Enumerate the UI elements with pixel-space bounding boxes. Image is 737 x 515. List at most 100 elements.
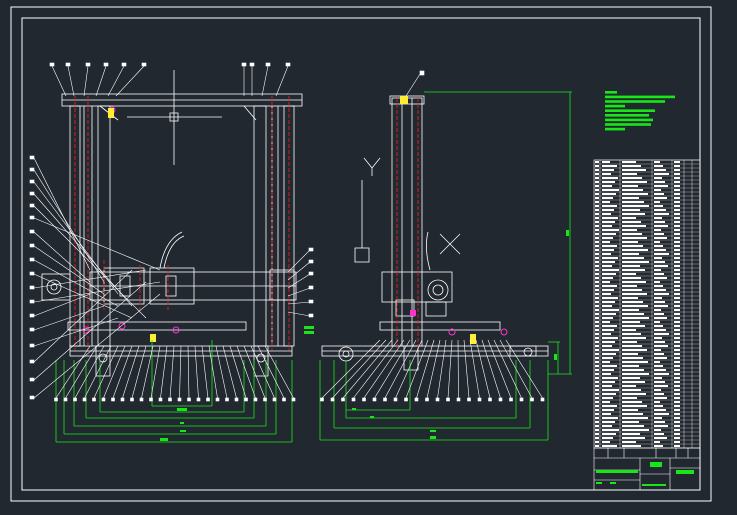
parts-table-row [595,289,680,291]
parts-table-row [595,437,680,439]
parts-table-row [595,245,680,247]
leader-line [103,345,126,399]
leader-line [405,73,421,97]
parts-table-row [595,293,680,295]
balloon-mark [92,397,96,402]
leader-line [74,345,105,399]
balloon-mark [149,397,153,402]
balloon-mark [206,397,210,402]
leader-line [287,311,311,317]
parts-table-row [595,241,680,243]
leader-line [95,65,107,97]
note-line [605,95,675,99]
leader-line [287,261,311,281]
balloon-mark [362,397,366,402]
balloon-mark [393,397,398,402]
balloon-mark [29,271,35,276]
leader-line [33,259,119,307]
leader-line [179,345,182,399]
balloon-mark [29,395,35,400]
front-accent-marks [82,106,314,342]
balloon-mark [320,397,324,402]
balloon-mark [120,397,125,402]
balloon-mark [29,167,35,172]
front-carriage-right [149,267,195,305]
parts-table-row [595,425,680,427]
leader-line [493,339,522,399]
leader-line [33,293,91,317]
parts-table-row [595,441,680,443]
parts-table-row [595,381,680,383]
balloon-mark [308,313,314,318]
leader-line [33,217,161,271]
balloon-mark [29,243,35,248]
parts-table-row [595,301,680,303]
balloon-mark [249,62,255,67]
balloon-mark [29,359,35,364]
balloon-mark [29,257,35,262]
balloon-mark [85,62,91,67]
parts-table-row [595,305,680,307]
leader-line [33,305,105,331]
parts-table-row [595,257,680,259]
balloon-mark [241,62,247,67]
parts-table-row [595,193,680,195]
leader-line [33,205,147,319]
parts-table-row [595,353,680,355]
leader-line [33,157,91,271]
balloon-mark [308,247,314,252]
parts-table-row [595,325,680,327]
parts-table-row [595,405,680,407]
balloon-mark [498,397,503,402]
dimension-lines [55,91,572,443]
balloon-mark [29,285,35,290]
parts-table-row [595,357,680,359]
leader-line [115,65,145,97]
parts-table-row [595,413,680,415]
parts-table-row [595,217,680,219]
leader-line [33,317,119,347]
front-centerlines [74,96,290,350]
parts-table-row [595,277,680,279]
parts-table-row [595,177,680,179]
balloon-mark [265,62,271,67]
parts-table-row [595,313,680,315]
side-column [391,97,423,347]
leader-line [131,345,147,399]
balloon-mark [308,259,314,264]
note-line [605,104,625,108]
parts-table-row [595,373,680,375]
parts-table-row [595,337,680,339]
leader-line [33,269,147,289]
leader-line [107,65,125,97]
leader-line [33,273,133,319]
leader-line [51,65,67,97]
balloon-mark [139,397,144,402]
parts-table-row [595,169,680,171]
leader-line [437,339,447,399]
leader-line [201,345,209,399]
parts-table-row [595,165,680,167]
balloon-mark [540,397,545,402]
balloon-mark [244,397,248,402]
parts-table-row [595,365,680,367]
leader-line [287,273,311,289]
parts-table-row [595,233,680,235]
leader-line [84,345,112,399]
parts-table [593,159,701,449]
balloon-mark [101,397,106,402]
leader-line [33,181,119,295]
balloon-mark [308,271,314,276]
title-block [593,447,701,491]
side-bed [379,321,501,331]
parts-table-row [595,297,680,299]
parts-table-row [595,333,680,335]
balloon-mark [29,343,35,348]
balloon-mark [404,397,408,402]
balloon-mark [29,191,35,196]
side-centerlines [396,98,419,350]
parts-table-row [595,321,680,323]
parts-table-row [595,385,680,387]
parts-table-row [595,417,680,419]
